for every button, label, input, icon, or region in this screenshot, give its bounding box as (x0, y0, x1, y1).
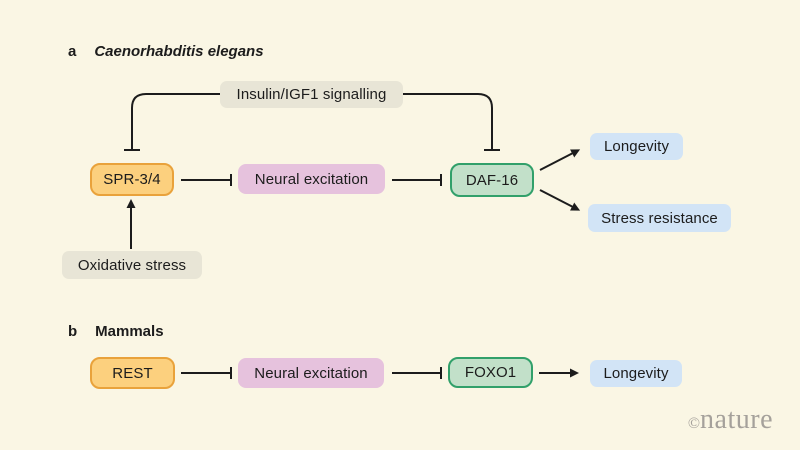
node-foxo1: FOXO1 (448, 357, 533, 388)
node-stress-resistance: Stress resistance (588, 204, 731, 232)
panel-b-title: Mammals (95, 323, 164, 340)
panel-b-label: b (68, 323, 78, 340)
panel-a-heading: a Caenorhabditis elegans (68, 44, 264, 60)
nature-brand-text: nature (700, 404, 773, 435)
edge-daf16-activates-longevity (539, 149, 581, 171)
edge-rest-inhibits-neural (181, 367, 232, 379)
copyright-icon: © (687, 415, 701, 432)
node-oxidative-stress: Oxidative stress (62, 251, 202, 279)
node-neural-excitation-a: Neural excitation (238, 164, 385, 194)
panel-a-title: Caenorhabditis elegans (94, 43, 264, 60)
edge-insulin-inhibits-daf16 (403, 93, 500, 151)
edge-neural-inhibits-daf16 (392, 174, 442, 186)
edge-neural-inhibits-foxo1 (392, 367, 442, 379)
panel-b-heading: b Mammals (68, 324, 164, 340)
edge-spr34-inhibits-neural (181, 174, 232, 186)
node-rest: REST (90, 357, 175, 389)
edge-insulin-inhibits-spr34 (124, 93, 220, 151)
node-longevity-a: Longevity (590, 133, 683, 160)
nature-watermark: ©nature (688, 406, 773, 434)
node-daf-16: DAF-16 (450, 163, 534, 197)
node-longevity-b: Longevity (590, 360, 682, 387)
edge-daf16-activates-stress (539, 189, 581, 211)
node-neural-excitation-b: Neural excitation (238, 358, 384, 388)
panel-a-label: a (68, 43, 77, 60)
node-spr-3-4: SPR-3/4 (90, 163, 174, 196)
node-insulin-igf1-signalling: Insulin/IGF1 signalling (220, 81, 403, 108)
